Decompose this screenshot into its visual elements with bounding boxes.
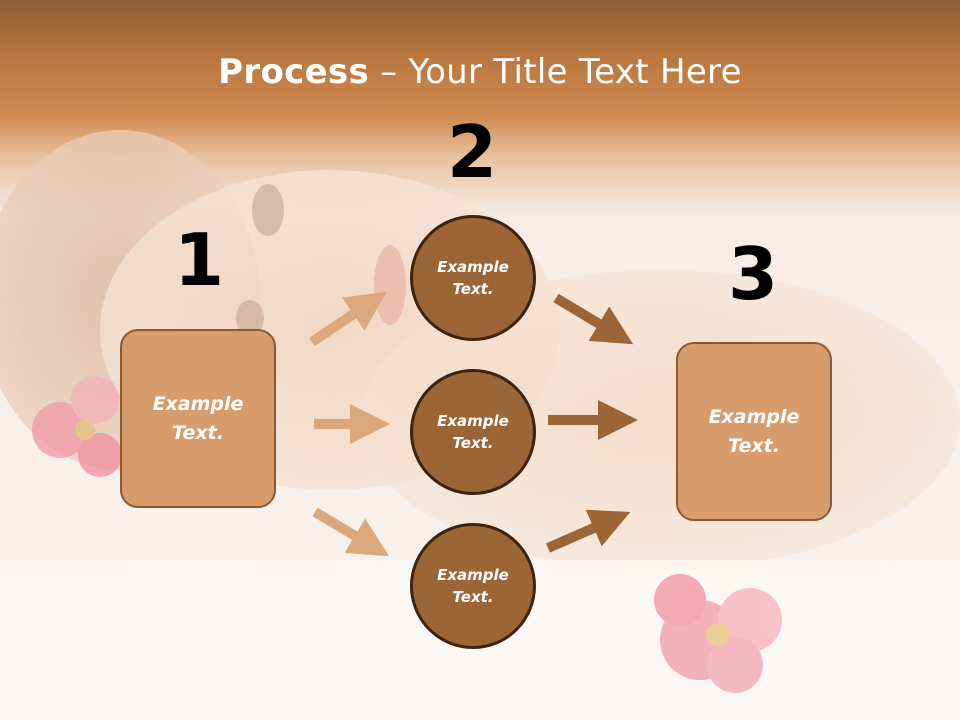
page-title: Process – Your Title Text Here xyxy=(0,52,960,92)
arrow-to-bottom-circle xyxy=(312,507,390,557)
process-circle-middle: Example Text. xyxy=(410,369,536,495)
left-box: Example Text. xyxy=(120,329,276,508)
step-number-1: 1 xyxy=(173,218,225,302)
right-box-text: Example Text. xyxy=(708,406,800,457)
circle-text: Example Text. xyxy=(437,565,509,607)
flower-icon xyxy=(654,574,782,693)
right-box: Example Text. xyxy=(676,342,832,521)
title-rest: – Your Title Text Here xyxy=(369,52,742,92)
process-circle-top: Example Text. xyxy=(410,215,536,341)
arrow-from-bottom-circle xyxy=(545,509,631,553)
flower-icon xyxy=(32,376,122,477)
left-box-text: Example Text. xyxy=(152,393,244,444)
process-circle-bottom: Example Text. xyxy=(410,523,536,649)
arrow-to-top-circle xyxy=(309,291,387,347)
arrow-from-top-circle xyxy=(553,293,634,345)
circle-text: Example Text. xyxy=(437,257,509,299)
step-number-2: 2 xyxy=(446,110,498,194)
step-number-3: 3 xyxy=(727,232,779,316)
title-bold: Process xyxy=(218,52,370,92)
circle-text: Example Text. xyxy=(437,411,509,453)
